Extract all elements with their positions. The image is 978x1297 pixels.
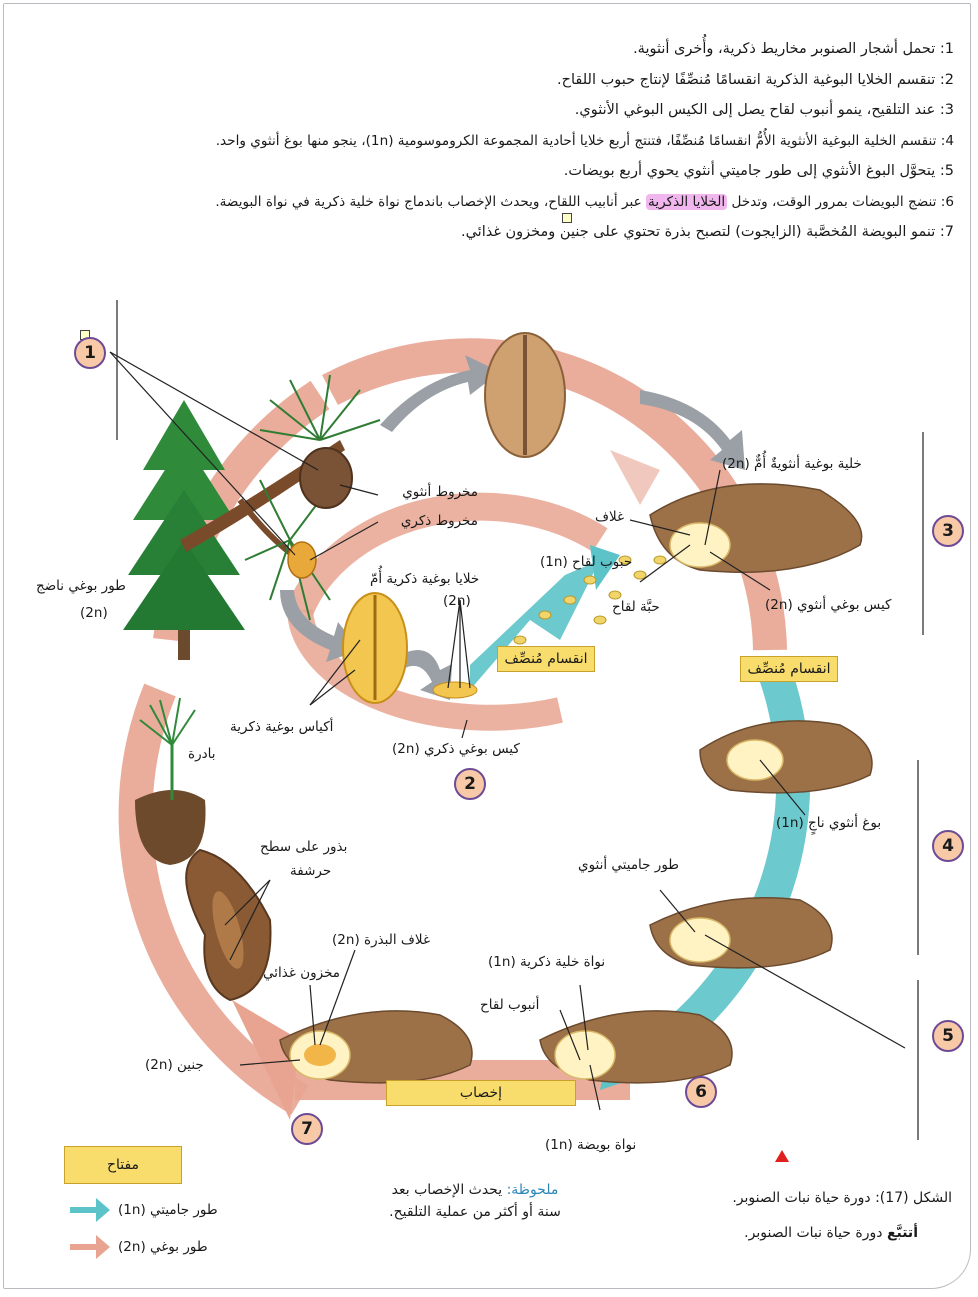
male-sporangium-icon: [433, 682, 477, 698]
note: ملحوظة: يحدث الإخصاب بعد سنة أو أكثر من …: [360, 1179, 590, 1223]
label-female-cone: مخروط أنثوي: [402, 483, 478, 501]
label-seeds-on-scale-2: حرشفة: [290, 862, 331, 880]
key-arrows: [70, 1198, 110, 1259]
figure-caption: الشكل (17): دورة حياة نبات الصنوبر.: [732, 1187, 952, 1209]
label-female-spore-mother: خلية بوغية أنثويةٌ أُمٌّ (2n): [722, 455, 862, 473]
step-badge-5: 5: [932, 1020, 964, 1052]
label-male-spore-mother-ploidy: (2n): [443, 592, 471, 610]
label-egg-nucleus: نواة بويضة (1n): [545, 1136, 636, 1154]
sporophyte-cycle: [136, 355, 770, 1120]
label-male-spore-mother: خلايا بوغية ذكرية أُمّ: [370, 570, 479, 588]
label-pollen-grain: حبَّة لقاح: [612, 598, 660, 616]
label-male-cone: مخروط ذكري: [401, 512, 478, 530]
label-seeds-on-scale-1: بذور على سطح: [260, 838, 347, 856]
label-embryo: جنين (2n): [145, 1056, 204, 1074]
meiosis-male-box: انقسام مُنصِّف: [497, 646, 595, 672]
label-surviving-spore: بوغ أنثوي ناجٍ (1n): [776, 814, 881, 832]
label-integument: غلاف: [595, 508, 624, 526]
figure-instruction: أتتبَّع دورة حياة نبات الصنوبر.: [744, 1222, 918, 1244]
step-badge-6: 6: [685, 1076, 717, 1108]
gametophyte-key-arrow: [70, 1198, 110, 1222]
note-label: ملحوظة:: [507, 1182, 559, 1198]
step-badge-2: 2: [454, 768, 486, 800]
fertilization-box: إخصاب: [386, 1080, 576, 1106]
key-title: مفتاح: [64, 1146, 182, 1184]
label-male-sporangia: أكياس بوغية ذكرية: [230, 718, 333, 736]
key-sporophyte-label: طور بوغي (2n): [118, 1238, 208, 1256]
pine-tree-icon: [123, 400, 245, 660]
male-cone-section-icon: [343, 593, 407, 703]
caption-marker-icon: [775, 1150, 789, 1162]
step-badge-4: 4: [932, 830, 964, 862]
seed-scale-icon: [186, 850, 270, 1000]
label-male-sporangium: كيس بوغي ذكري (2n): [392, 740, 520, 758]
male-cone-icon: [288, 542, 316, 578]
label-sperm-nucleus: نواة خلية ذكرية (1n): [488, 953, 605, 971]
step-badge-3: 3: [932, 515, 964, 547]
key-gametophyte-label: طور جاميتي (1n): [118, 1201, 218, 1219]
step-badge-7: 7: [291, 1113, 323, 1145]
label-pollen-grains: حبوب لقاح (1n): [540, 553, 632, 571]
label-pollen-tube: أنبوب لقاح: [480, 996, 539, 1014]
sporophyte-arrowhead: [610, 450, 660, 505]
label-female-gametophyte: طور جاميتي أنثوي: [578, 856, 679, 874]
meiosis-female-box: انقسام مُنصِّف: [740, 656, 838, 682]
step-badge-1: 1: [74, 337, 106, 369]
sporophyte-key-arrow: [70, 1235, 110, 1259]
label-mature-sporophyte-ploidy: (2n): [80, 604, 108, 622]
note-line2: سنة أو أكثر من عملية التلقيح.: [389, 1204, 561, 1220]
label-mature-sporophyte: طور بوغي ناضج: [36, 577, 126, 595]
label-food-store: مخزون غذائي: [263, 964, 340, 982]
female-cone-section-icon: [485, 333, 565, 457]
embryo-icon: [304, 1044, 336, 1066]
label-seedling: بادرة: [188, 745, 215, 763]
female-cone-icon: [300, 448, 352, 508]
label-female-sporangium: كيس بوغي أنثوي (2n): [765, 596, 891, 614]
label-seed-coat: غلاف البذرة (2n): [332, 931, 430, 949]
